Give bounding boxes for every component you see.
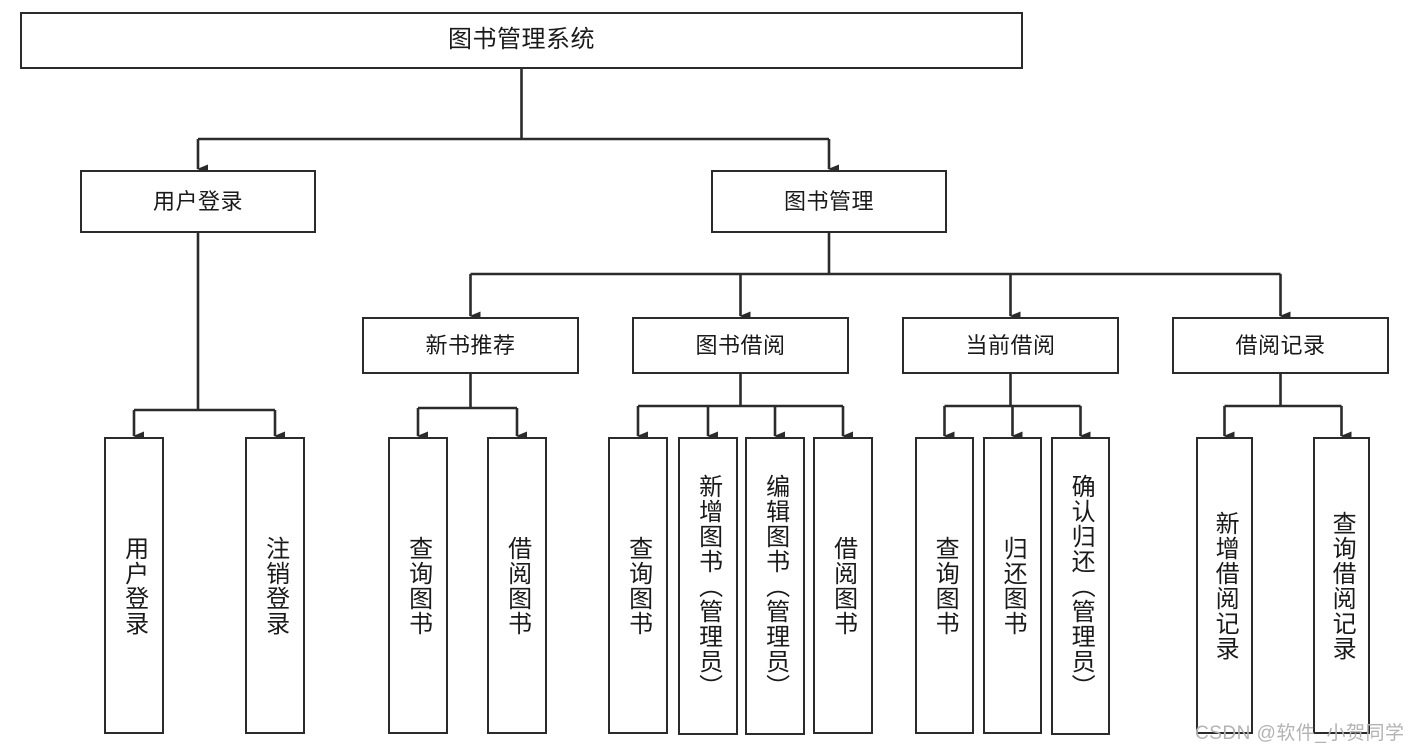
- node-root[interactable]: 图书管理系统: [20, 12, 1023, 69]
- node-label: 图书借阅: [695, 332, 786, 358]
- node-leaf-bor-lend[interactable]: 借阅图书: [813, 437, 873, 734]
- node-label: 新书推荐: [425, 332, 516, 358]
- node-label: 新增借阅记录: [1211, 510, 1239, 661]
- node-leaf-cur-query[interactable]: 查询图书: [915, 437, 974, 734]
- node-label: 图书管理: [783, 188, 874, 214]
- node-leaf-bor-add[interactable]: 新增图书（管理员）: [678, 437, 738, 735]
- node-label: 编辑图书（管理员）: [761, 473, 789, 699]
- node-leaf-new-borrow[interactable]: 借阅图书: [487, 437, 547, 734]
- node-leaf-rec-add[interactable]: 新增借阅记录: [1196, 437, 1253, 734]
- node-label: 图书管理系统: [448, 26, 595, 54]
- node-leaf-cur-confirm[interactable]: 确认归还（管理员）: [1051, 437, 1110, 735]
- node-label: 新增图书（管理员）: [694, 473, 722, 699]
- node-leaf-bor-edit[interactable]: 编辑图书（管理员）: [745, 437, 805, 735]
- node-label: 查询图书: [931, 535, 959, 636]
- node-label: 归还图书: [999, 535, 1027, 636]
- node-label: 借阅图书: [503, 535, 531, 636]
- node-label: 查询图书: [404, 535, 432, 636]
- node-label: 确认归还（管理员）: [1067, 473, 1095, 699]
- node-leaf-user-logout[interactable]: 注销登录: [245, 437, 305, 734]
- node-label: 用户登录: [152, 188, 243, 214]
- node-label: 查询借阅记录: [1328, 510, 1356, 661]
- node-l2-user[interactable]: 用户登录: [80, 170, 316, 233]
- node-l2-book[interactable]: 图书管理: [711, 170, 947, 233]
- node-label: 借阅图书: [829, 535, 857, 636]
- node-label: 借阅记录: [1235, 332, 1326, 358]
- node-l3-new[interactable]: 新书推荐: [362, 317, 579, 374]
- node-label: 用户登录: [120, 535, 148, 636]
- node-leaf-bor-query[interactable]: 查询图书: [608, 437, 668, 734]
- node-l3-current[interactable]: 当前借阅: [902, 317, 1119, 374]
- node-l3-record[interactable]: 借阅记录: [1172, 317, 1389, 374]
- node-label: 当前借阅: [965, 332, 1056, 358]
- csdn-watermark: CSDN @软件_小贺同学: [1195, 723, 1405, 744]
- node-label: 注销登录: [261, 535, 289, 636]
- node-l3-borrow[interactable]: 图书借阅: [632, 317, 849, 374]
- node-leaf-new-query[interactable]: 查询图书: [388, 437, 448, 734]
- node-leaf-rec-query[interactable]: 查询借阅记录: [1313, 437, 1370, 734]
- node-label: 查询图书: [624, 535, 652, 636]
- node-leaf-cur-return[interactable]: 归还图书: [983, 437, 1042, 734]
- node-leaf-user-login[interactable]: 用户登录: [104, 437, 164, 734]
